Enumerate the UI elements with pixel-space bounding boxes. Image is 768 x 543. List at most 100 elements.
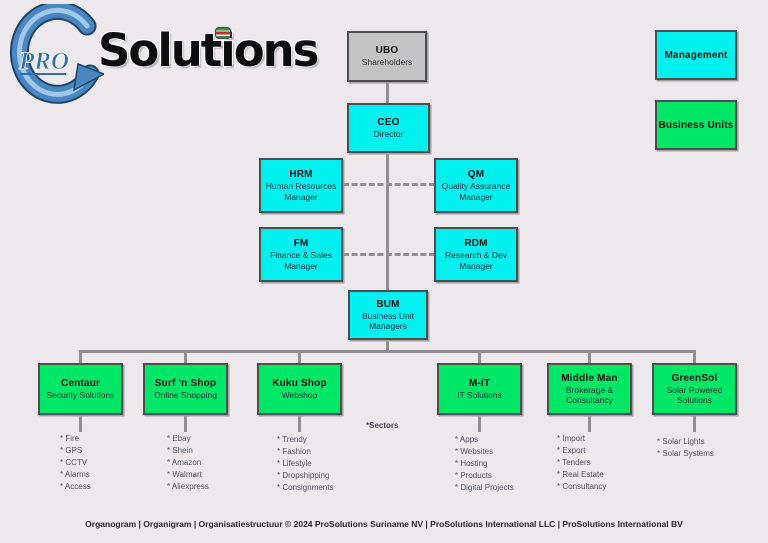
legend-business-units: Business Units: [655, 100, 737, 150]
prosolutions-logo: PRO Solutions: [8, 0, 323, 108]
box-centaur: Centaur Security Solutions: [38, 363, 123, 415]
list-item: Export: [557, 445, 606, 457]
middle-man-sector-list: Import Export Tenders Real Estate Consul…: [557, 433, 606, 493]
legend-management-label: Management: [664, 49, 728, 61]
legend-management: Management: [655, 30, 737, 80]
box-surf-n-shop-subtitle: Online Shopping: [154, 389, 217, 400]
connector-line: [79, 350, 82, 363]
list-item: Digital Projects: [455, 482, 513, 494]
box-rdm-code: RDM: [464, 238, 488, 250]
list-item: Shein: [167, 445, 209, 457]
connector-line: [693, 415, 696, 432]
box-mit: M-iT IT Solutions: [437, 363, 522, 415]
greensol-sector-list: Solar Lights Solar Systems: [657, 436, 714, 460]
list-item: Solar Lights: [657, 436, 714, 448]
box-greensol-subtitle: Solar Powered Solutions: [666, 384, 723, 405]
box-ubo-code: UBO: [375, 45, 399, 57]
connector-line: [588, 415, 591, 432]
list-item: Lifestyle: [277, 458, 333, 470]
list-item: Consultancy: [557, 481, 606, 493]
list-item: Trendy: [277, 434, 333, 446]
connector-line: [478, 350, 481, 363]
box-kuku-shop-subtitle: Webshop: [281, 389, 318, 400]
box-kuku-shop: Kuku Shop Webshop: [257, 363, 342, 415]
box-mit-subtitle: IT Solutions: [457, 389, 502, 400]
list-item: Websites: [455, 446, 514, 458]
kuku-shop-sector-list: Trendy Fashion Lifestyle Dropshipping Co…: [277, 434, 333, 494]
box-ceo-subtitle: Director: [373, 128, 404, 139]
box-fm: FM Finance & Sales Manager: [259, 227, 343, 282]
connector-line: [343, 253, 435, 256]
box-bum-code: BUM: [376, 298, 400, 310]
box-middle-man-name: Middle Man: [561, 372, 618, 384]
connector-line: [386, 82, 389, 103]
connector-line: [478, 415, 481, 432]
connector-line: [298, 350, 301, 363]
footer-copyright: Organogram | Organigram | Organisatiestr…: [85, 519, 683, 529]
box-hrm: HRM Human Resources Manager: [259, 158, 343, 213]
list-item: Alarms: [60, 469, 91, 481]
box-fm-subtitle: Finance & Sales Manager: [270, 250, 332, 271]
box-rdm: RDM Research & Dev Manager: [434, 227, 518, 282]
connector-line: [386, 340, 389, 352]
box-bum-subtitle: Business Unit Managers: [362, 310, 414, 331]
list-item: CCTV: [60, 457, 91, 469]
box-kuku-shop-name: Kuku Shop: [272, 377, 327, 389]
list-item: Products: [455, 470, 514, 482]
box-bum: BUM Business Unit Managers: [348, 290, 428, 340]
box-mit-name: M-iT: [468, 377, 491, 389]
box-ceo: CEO Director: [347, 103, 430, 153]
box-hrm-code: HRM: [289, 169, 313, 181]
box-fm-code: FM: [293, 238, 309, 250]
connector-line: [79, 415, 82, 432]
connector-line: [298, 415, 301, 432]
box-surf-n-shop: Surf 'n Shop Online Shopping: [143, 363, 228, 415]
box-qm: QM Quality Assurance Manager: [434, 158, 518, 213]
sectors-note: *Sectors: [366, 421, 399, 430]
connector-line: [184, 415, 187, 432]
list-item: Apps: [455, 434, 514, 446]
list-item: Amazon: [167, 457, 209, 469]
list-item: Ebay: [167, 433, 209, 445]
connector-line: [343, 183, 435, 186]
svg-text:PRO: PRO: [18, 48, 69, 75]
box-ubo-subtitle: Shareholders: [361, 57, 413, 68]
list-item: Fire: [60, 433, 91, 445]
box-ubo: UBO Shareholders: [347, 31, 427, 82]
list-item: Consignments: [277, 482, 333, 494]
legend-business-units-label: Business Units: [658, 119, 734, 131]
box-ceo-code: CEO: [377, 116, 400, 128]
list-item: Tenders: [557, 457, 606, 469]
box-qm-code: QM: [467, 169, 485, 181]
box-rdm-subtitle: Research & Dev Manager: [445, 250, 507, 271]
list-item: Real Estate: [557, 469, 606, 481]
list-item: Hosting: [455, 458, 514, 470]
list-item: Dropshipping: [277, 470, 333, 482]
list-item: Import: [557, 433, 606, 445]
connector-line: [184, 350, 187, 363]
list-item: Aliexpress: [167, 481, 209, 493]
list-item: Fashion: [277, 446, 333, 458]
logo-wordmark: Solutions: [98, 24, 319, 77]
connector-line: [79, 350, 696, 353]
box-middle-man-subtitle: Brokerage & Consultancy: [565, 384, 614, 405]
mit-sector-list: Apps Websites Hosting Products Digital P…: [455, 434, 514, 494]
surf-n-shop-sector-list: Ebay Shein Amazon Walmart Aliexpress: [167, 433, 209, 493]
box-centaur-subtitle: Security Solutions: [46, 389, 115, 400]
list-item: Walmart: [167, 469, 209, 481]
list-item: Solar Systems: [657, 448, 714, 460]
connector-line: [588, 350, 591, 363]
list-item: GPS: [60, 445, 91, 457]
box-greensol-name: GreenSol: [671, 372, 718, 384]
box-centaur-name: Centaur: [60, 377, 101, 389]
centaur-sector-list: Fire GPS CCTV Alarms Access: [60, 433, 91, 493]
connector-line: [693, 350, 696, 363]
box-qm-subtitle: Quality Assurance Manager: [441, 181, 511, 202]
connector-line: [386, 153, 389, 290]
box-surf-n-shop-name: Surf 'n Shop: [154, 377, 217, 389]
list-item: Access: [60, 481, 91, 493]
box-hrm-subtitle: Human Resources Manager: [265, 181, 337, 202]
suriname-flag-icon: [215, 27, 231, 39]
box-greensol: GreenSol Solar Powered Solutions: [652, 363, 737, 415]
